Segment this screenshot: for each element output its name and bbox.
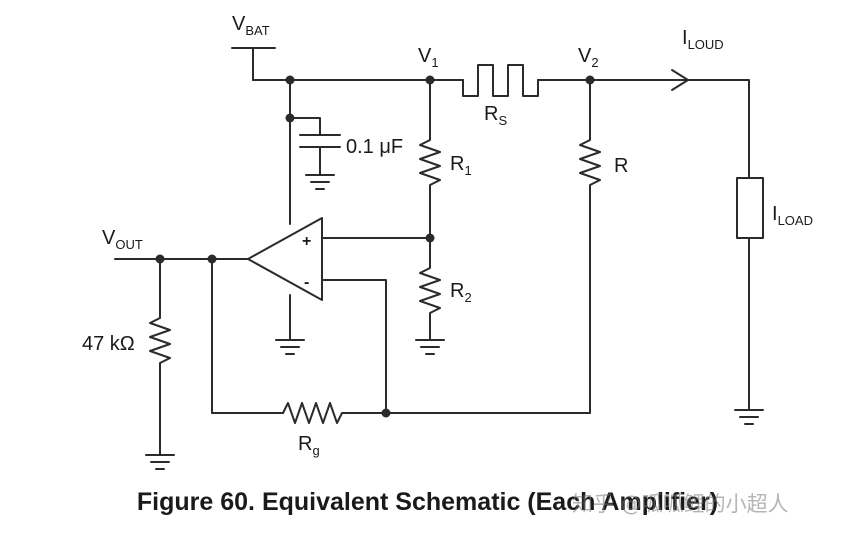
watermark: 知乎 @呱呱鲤的小超人 bbox=[572, 492, 789, 516]
iload-label: ILOAD bbox=[772, 203, 813, 228]
ground-icon bbox=[275, 339, 305, 355]
minus-input-sign: - bbox=[304, 274, 309, 291]
rs-label: RS bbox=[484, 103, 507, 128]
vbat-label: VBAT bbox=[232, 13, 270, 38]
rg-resistor bbox=[282, 402, 387, 424]
r1-label: R1 bbox=[450, 153, 472, 178]
iloud-label: ILOUD bbox=[682, 27, 724, 52]
r1-resistor bbox=[419, 79, 441, 239]
v1-label: V1 bbox=[418, 45, 439, 70]
rs-resistor bbox=[462, 64, 539, 97]
junction-dot bbox=[381, 408, 391, 418]
junction-dot bbox=[285, 75, 295, 85]
junction-dot bbox=[207, 254, 217, 264]
v2-label: V2 bbox=[578, 45, 599, 70]
ground-icon bbox=[145, 454, 175, 470]
junction-dots bbox=[155, 75, 595, 418]
junction-dot bbox=[585, 75, 595, 85]
r-label: R bbox=[614, 155, 628, 177]
r2-resistor bbox=[419, 237, 441, 341]
junction-dot bbox=[425, 75, 435, 85]
figure-caption: Figure 60. Equivalent Schematic (Each Am… bbox=[136, 488, 719, 516]
junction-dot bbox=[155, 254, 165, 264]
ground-icon bbox=[415, 339, 445, 355]
junction-dot bbox=[285, 113, 295, 123]
vout-label: VOUT bbox=[102, 227, 143, 252]
r-resistor bbox=[579, 79, 601, 191]
r47k-resistor bbox=[149, 258, 171, 456]
r2-label: R2 bbox=[450, 280, 472, 305]
op-amp-symbol bbox=[247, 217, 323, 301]
capacitor bbox=[299, 134, 341, 148]
ground-icon bbox=[305, 174, 335, 190]
plus-input-sign: + bbox=[302, 233, 311, 250]
rg-label: Rg bbox=[298, 433, 320, 458]
iloud-arrow bbox=[671, 69, 689, 91]
ground-icon bbox=[734, 409, 764, 425]
cap-label: 0.1 μF bbox=[346, 136, 403, 158]
load-element bbox=[736, 177, 764, 239]
wires bbox=[114, 47, 764, 470]
junction-dot bbox=[425, 233, 435, 243]
r47k-label: 47 kΩ bbox=[82, 333, 135, 355]
